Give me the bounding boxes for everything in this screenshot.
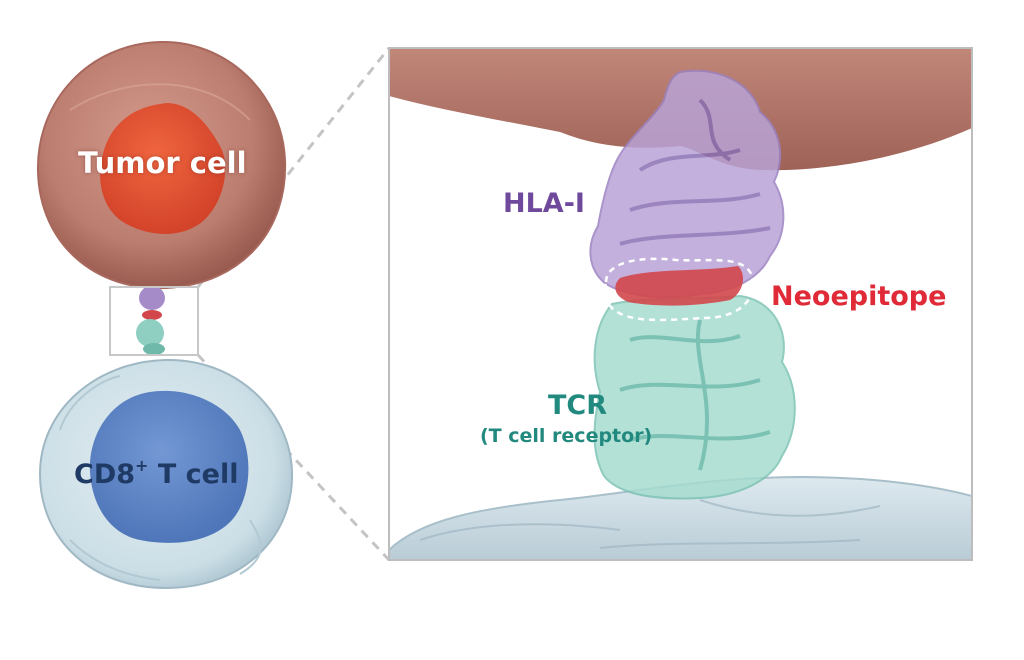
neoepitope-label: Neoepitope — [771, 281, 947, 312]
t-cell-label-superscript: + — [135, 456, 149, 475]
synapse-complex-small — [136, 286, 165, 355]
t-cell-label-main: CD8 — [74, 459, 136, 490]
zoom-panel — [389, 48, 972, 560]
zoom-box-small — [109, 286, 199, 356]
hla-label: HLA-I — [503, 188, 585, 219]
t-cell-label: CD8+ T cell — [74, 456, 238, 490]
tcr-complex — [593, 294, 796, 500]
t-cell — [38, 358, 294, 590]
zoom-panel-frame — [388, 47, 973, 561]
neoepitope-highlight — [603, 257, 755, 322]
tumor-cell — [36, 40, 287, 290]
tcr-label: TCR — [548, 390, 608, 421]
t-cell-label-rest: T cell — [148, 459, 239, 490]
tcr-full-name-label: (T cell receptor) — [480, 425, 653, 447]
tumor-cell-label: Tumor cell — [78, 146, 247, 180]
